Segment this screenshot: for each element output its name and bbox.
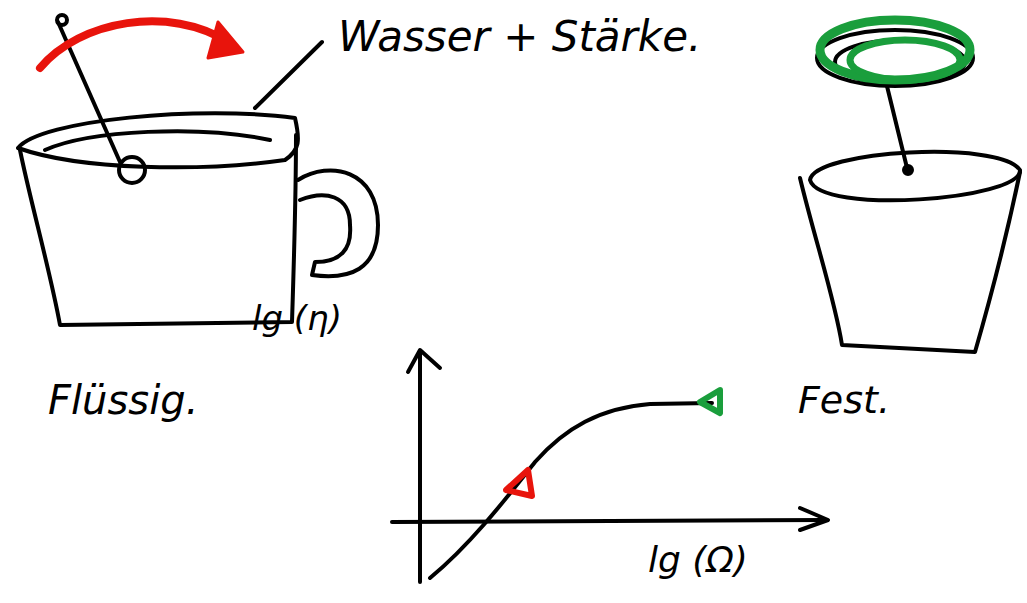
leader-line	[255, 42, 322, 108]
stick-tip	[904, 166, 912, 174]
stir-motion	[850, 40, 960, 80]
solid-marker	[700, 390, 720, 413]
stir-arrowhead	[208, 22, 243, 58]
stir-motion	[817, 30, 973, 86]
liquid-marker	[506, 470, 532, 496]
y-axis	[418, 352, 422, 582]
sketch-label: Fest.	[798, 380, 890, 422]
cup-outline	[18, 113, 298, 167]
stir-arc	[40, 21, 228, 68]
x-axis-arrow	[800, 508, 828, 530]
cup-outline	[810, 152, 1020, 200]
cup-handle	[298, 170, 378, 276]
sketch-label: lg (η)	[252, 300, 342, 337]
cup-body	[800, 172, 1020, 352]
stir-motion	[820, 20, 970, 80]
y-axis-arrow	[408, 350, 440, 372]
x-axis	[392, 520, 826, 522]
sketch-label: Flüssig.	[48, 378, 198, 422]
stirring-stick	[885, 78, 908, 172]
spoon-tip	[57, 15, 67, 25]
sketch-label: Wasser + Stärke.	[338, 14, 701, 60]
spoon-bowl	[119, 157, 145, 183]
cup-body	[20, 135, 296, 325]
sketch-label: lg (Ω)	[648, 540, 748, 580]
liquid-surface	[45, 131, 270, 150]
